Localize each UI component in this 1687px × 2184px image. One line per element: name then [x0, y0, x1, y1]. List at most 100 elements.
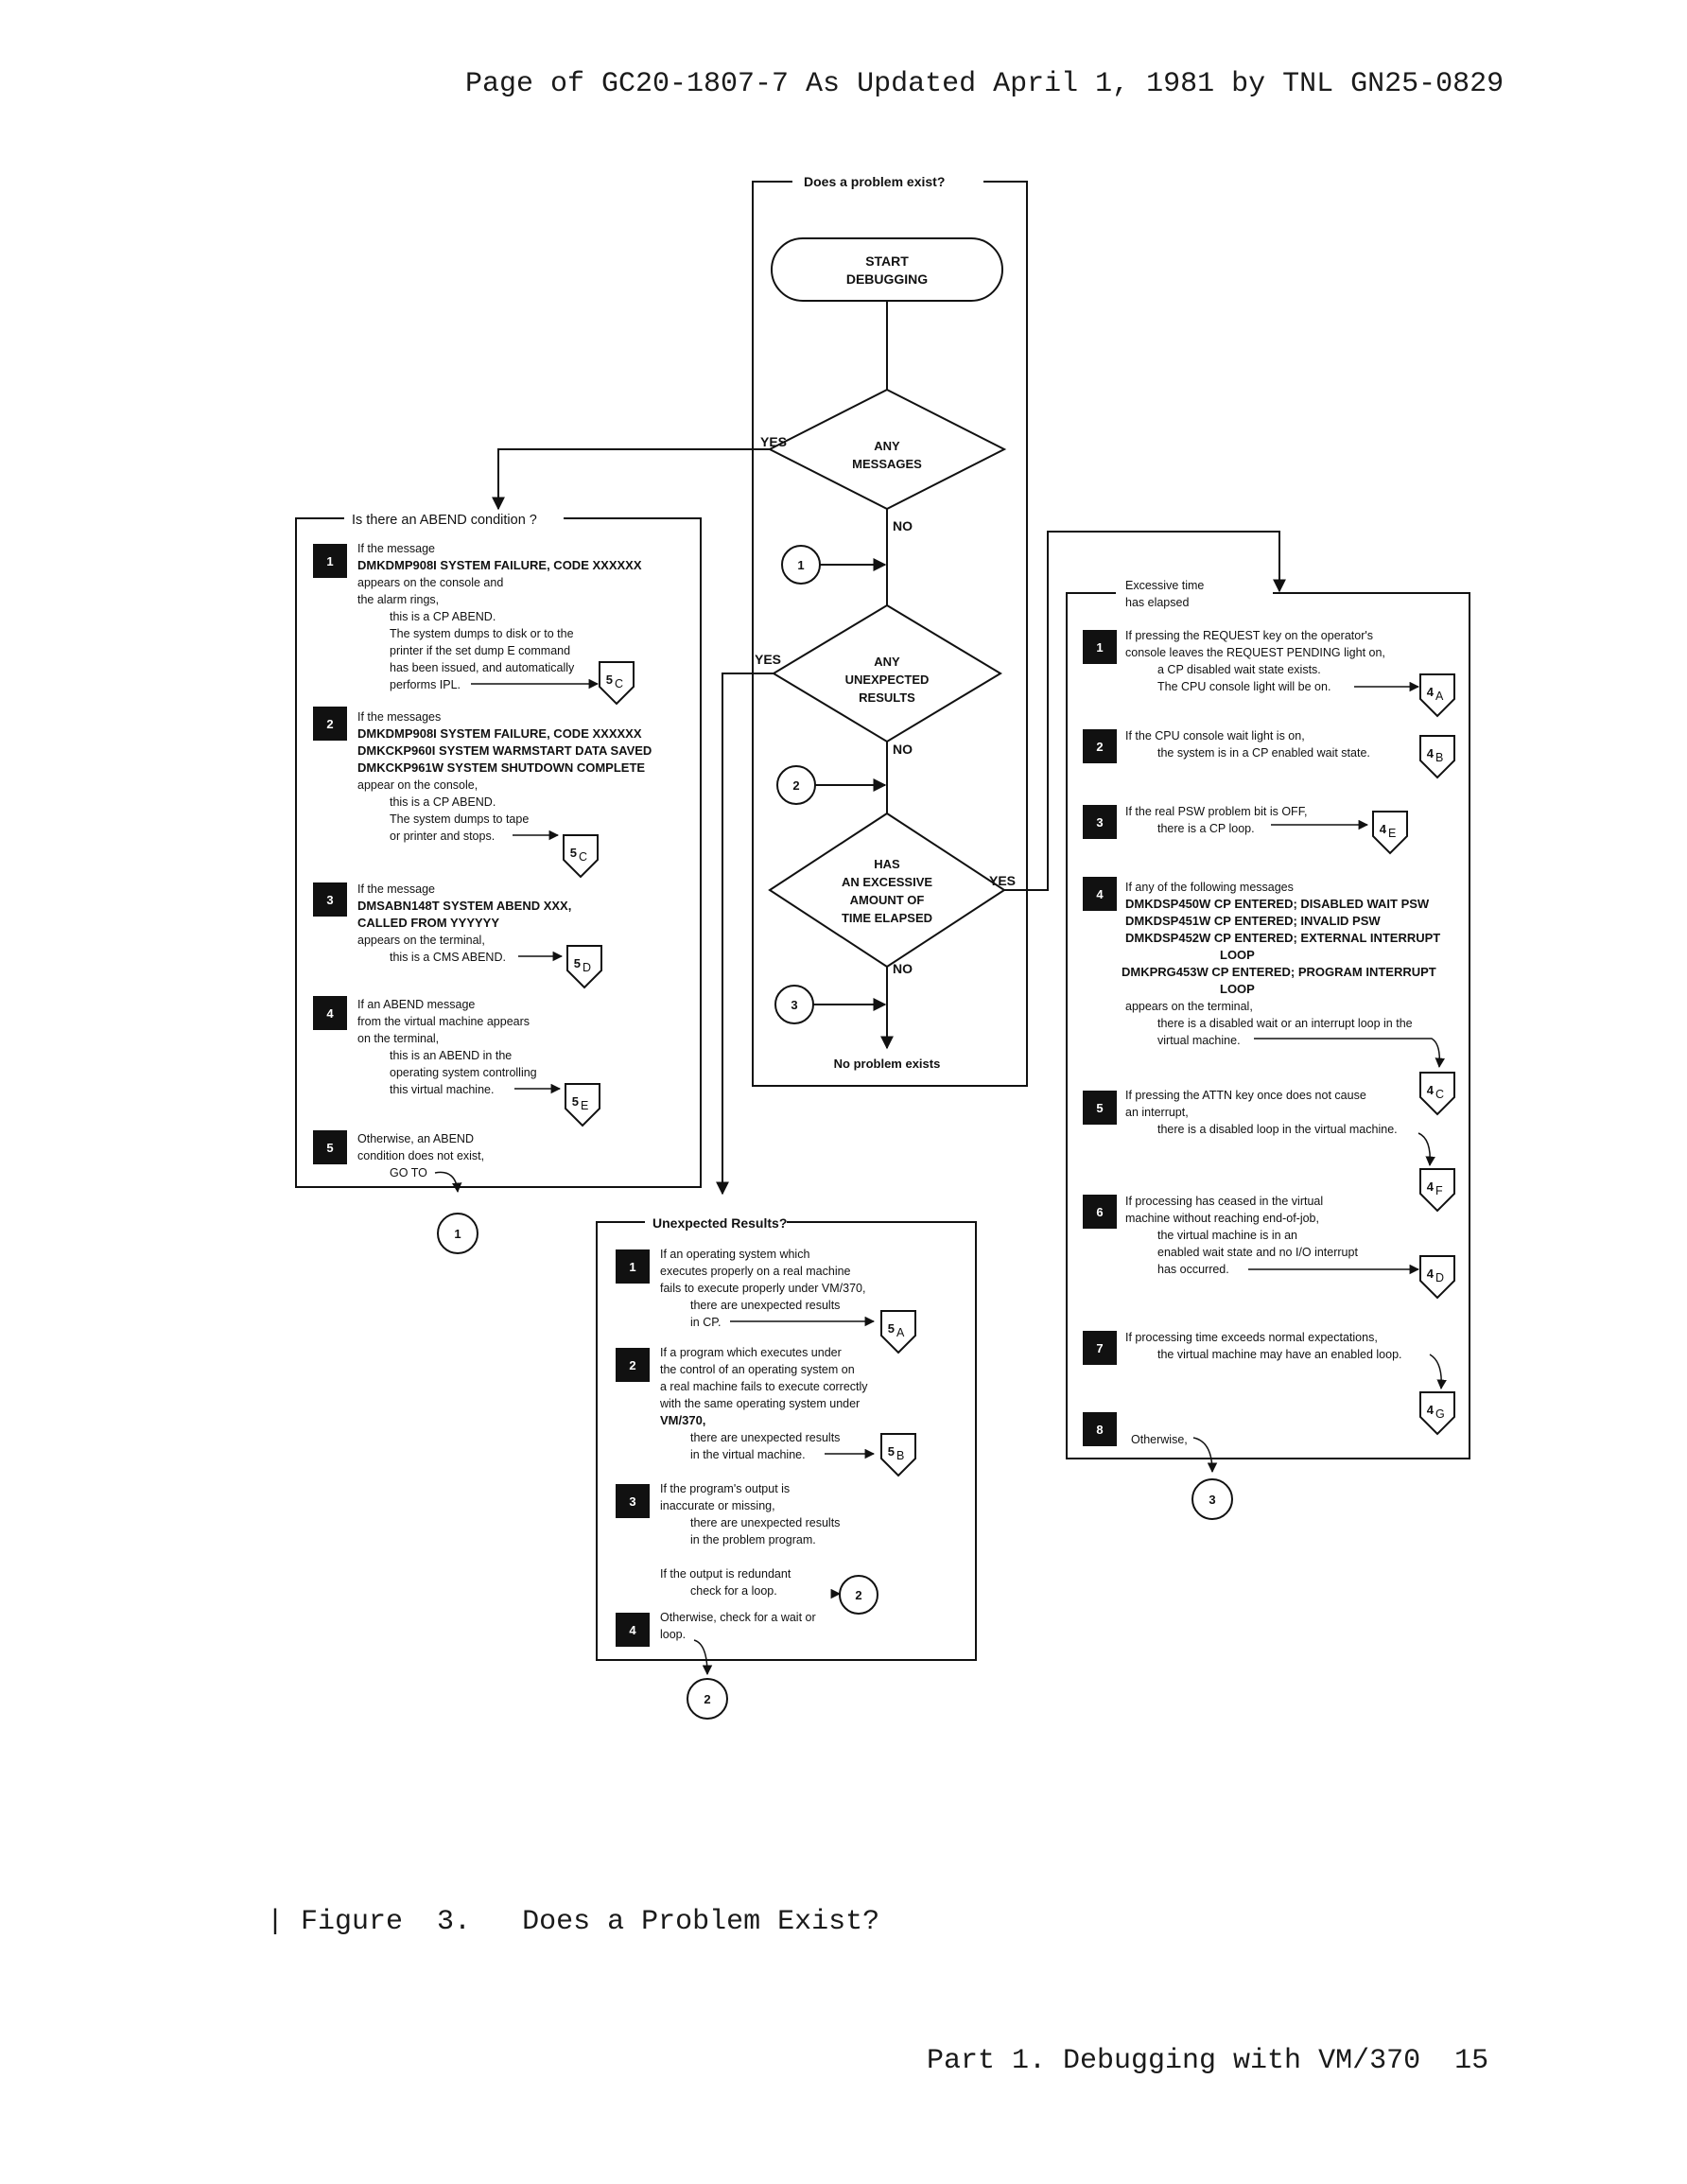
- unexpected-goto-connector: 2: [704, 1692, 710, 1706]
- svg-text:C: C: [615, 677, 623, 690]
- excessive-item-6-number: 6: [1096, 1205, 1103, 1219]
- excessive-item-2: If the CPU console wait light is on, the…: [1125, 729, 1370, 760]
- abend-item-5: Otherwise, an ABEND condition does not e…: [357, 1132, 484, 1179]
- abend-item-1: If the message DMKDMP908I SYSTEM FAILURE…: [357, 542, 642, 691]
- abend-item-1-number: 1: [326, 554, 333, 568]
- offpage-ref-5c-item2: 5 C: [570, 846, 587, 864]
- svg-text:check for a loop.: check for a loop.: [690, 1584, 777, 1598]
- svg-text:appears on the terminal,: appears on the terminal,: [357, 934, 485, 947]
- unexpected-item-2-number: 2: [629, 1358, 635, 1372]
- svg-text:A: A: [1435, 690, 1444, 703]
- svg-text:4: 4: [1427, 1267, 1435, 1281]
- yes-label-2: YES: [755, 652, 781, 667]
- no-label-1: NO: [893, 518, 913, 533]
- svg-text:there are unexpected results: there are unexpected results: [690, 1299, 840, 1312]
- start-line-2: DEBUGGING: [846, 271, 928, 287]
- abend-item-2-number: 2: [326, 717, 333, 731]
- svg-text:loop.: loop.: [660, 1628, 686, 1641]
- abend-goto-connector: 1: [454, 1227, 461, 1241]
- svg-text:The system dumps to tape: The system dumps to tape: [390, 812, 529, 826]
- excessive-item-5: If pressing the ATTN key once does not c…: [1125, 1089, 1398, 1136]
- unexpected-loop-connector: 2: [855, 1588, 861, 1602]
- svg-text:in CP.: in CP.: [690, 1316, 721, 1329]
- svg-text:4: 4: [1427, 1403, 1435, 1417]
- no-label-2: NO: [893, 742, 913, 757]
- svg-text:If the CPU console wait light: If the CPU console wait light is on,: [1125, 729, 1305, 743]
- main-title: Does a problem exist?: [804, 174, 945, 189]
- excessive-item-4: If any of the following messages DMKDSP4…: [1122, 881, 1440, 1047]
- excessive-frame: [1066, 592, 1470, 1459]
- svg-text:Otherwise,: Otherwise,: [1131, 1433, 1188, 1446]
- svg-text:If an ABEND message: If an ABEND message: [357, 998, 475, 1011]
- svg-text:the virtual machine may have a: the virtual machine may have an enabled …: [1157, 1348, 1402, 1361]
- svg-text:this is a CP ABEND.: this is a CP ABEND.: [390, 795, 496, 809]
- svg-text:D: D: [1435, 1271, 1444, 1284]
- d3-line-3: AMOUNT OF: [850, 893, 925, 907]
- svg-text:there are unexpected results: there are unexpected results: [690, 1431, 840, 1444]
- d3-line-4: TIME ELAPSED: [842, 911, 932, 925]
- svg-text:there is a disabled loop in th: there is a disabled loop in the virtual …: [1157, 1123, 1398, 1136]
- svg-text:LOOP: LOOP: [1220, 948, 1255, 962]
- svg-text:DMKDMP908I SYSTEM FAILURE, COD: DMKDMP908I SYSTEM FAILURE, CODE XXXXXX: [357, 726, 642, 741]
- unexpected-item-4: Otherwise, check for a wait or loop.: [660, 1611, 816, 1641]
- no-label-3: NO: [893, 961, 913, 976]
- svg-text:on the terminal,: on the terminal,: [357, 1032, 439, 1045]
- abend-item-3-number: 3: [326, 893, 333, 907]
- abend-item-3: If the message DMSABN148T SYSTEM ABEND X…: [357, 882, 571, 964]
- abend-item-4-number: 4: [326, 1006, 334, 1021]
- connector-2-label: 2: [792, 778, 799, 793]
- excessive-goto-connector: 3: [1209, 1493, 1215, 1507]
- svg-text:has occurred.: has occurred.: [1157, 1263, 1229, 1276]
- svg-text:5: 5: [570, 846, 577, 860]
- svg-text:LOOP: LOOP: [1220, 982, 1255, 996]
- svg-text:DMKPRG453W CP ENTERED; PROGRAM: DMKPRG453W CP ENTERED; PROGRAM INTERRUPT: [1122, 965, 1436, 979]
- unexpected-frame: [596, 1221, 977, 1661]
- svg-text:The system dumps to disk or to: The system dumps to disk or to the: [390, 627, 574, 640]
- svg-text:D: D: [583, 961, 591, 974]
- abend-item-2: If the messages DMKDMP908I SYSTEM FAILUR…: [357, 710, 652, 843]
- svg-text:If the real PSW problem bit is: If the real PSW problem bit is OFF,: [1125, 805, 1307, 818]
- unexpected-item-3: If the program's output is inaccurate or…: [660, 1482, 840, 1598]
- main-frame: [752, 181, 1028, 1087]
- svg-text:5: 5: [888, 1321, 895, 1336]
- caption-title: Does a Problem Exist?: [522, 1906, 880, 1938]
- svg-text:The CPU console light will be: The CPU console light will be on.: [1157, 680, 1330, 693]
- offpage-ref-4b: 4 B: [1427, 746, 1444, 764]
- svg-text:console leaves the REQUEST PEN: console leaves the REQUEST PENDING light…: [1125, 646, 1385, 659]
- svg-text:executes properly on a real ma: executes properly on a real machine: [660, 1265, 851, 1278]
- unexpected-title: Unexpected Results?: [652, 1215, 787, 1231]
- svg-text:from the virtual machine appea: from the virtual machine appears: [357, 1015, 530, 1028]
- svg-text:If any of the following messag: If any of the following messages: [1125, 881, 1294, 894]
- svg-text:If processing time exceeds nor: If processing time exceeds normal expect…: [1125, 1331, 1378, 1344]
- svg-text:operating system controlling: operating system controlling: [390, 1066, 537, 1079]
- offpage-ref-5a: 5 A: [888, 1321, 905, 1339]
- unexpected-item-1-number: 1: [629, 1260, 635, 1274]
- svg-text:G: G: [1435, 1407, 1445, 1421]
- svg-text:DMKDSP452W CP ENTERED; EXTERNA: DMKDSP452W CP ENTERED; EXTERNAL INTERRUP…: [1125, 931, 1440, 945]
- excessive-item-6: If processing has ceased in the virtual …: [1125, 1195, 1358, 1276]
- svg-text:DMKDMP908I SYSTEM FAILURE, COD: DMKDMP908I SYSTEM FAILURE, CODE XXXXXX: [357, 558, 642, 572]
- yes-label-3: YES: [989, 873, 1016, 888]
- excessive-item-1: If pressing the REQUEST key on the opera…: [1125, 629, 1385, 693]
- start-line-1: START: [865, 253, 909, 269]
- excessive-item-1-number: 1: [1096, 640, 1103, 655]
- svg-text:4: 4: [1380, 822, 1387, 836]
- svg-text:this is an ABEND in the: this is an ABEND in the: [390, 1049, 512, 1062]
- svg-text:GO TO: GO TO: [390, 1166, 427, 1179]
- offpage-ref-5c-item1: 5 C: [606, 673, 623, 690]
- abend-item-5-number: 5: [326, 1141, 333, 1155]
- figure-caption: | Figure 3. Does a Problem Exist?: [267, 1906, 879, 1938]
- svg-text:an interrupt,: an interrupt,: [1125, 1106, 1189, 1119]
- abend-frame: [295, 517, 702, 1188]
- start-terminal: [771, 237, 1003, 302]
- excessive-item-3: If the real PSW problem bit is OFF, ther…: [1125, 805, 1307, 835]
- d2-line-2: UNEXPECTED: [845, 673, 930, 687]
- excessive-title-line-1: Excessive time: [1125, 579, 1204, 592]
- svg-text:there is a CP loop.: there is a CP loop.: [1157, 822, 1255, 835]
- svg-text:enabled wait state and no I/O: enabled wait state and no I/O interrupt: [1157, 1246, 1358, 1259]
- d2-line-3: RESULTS: [859, 690, 915, 705]
- offpage-ref-4a: 4 A: [1427, 685, 1444, 703]
- svg-text:C: C: [1435, 1088, 1444, 1101]
- page-number: 15: [1454, 2045, 1489, 2077]
